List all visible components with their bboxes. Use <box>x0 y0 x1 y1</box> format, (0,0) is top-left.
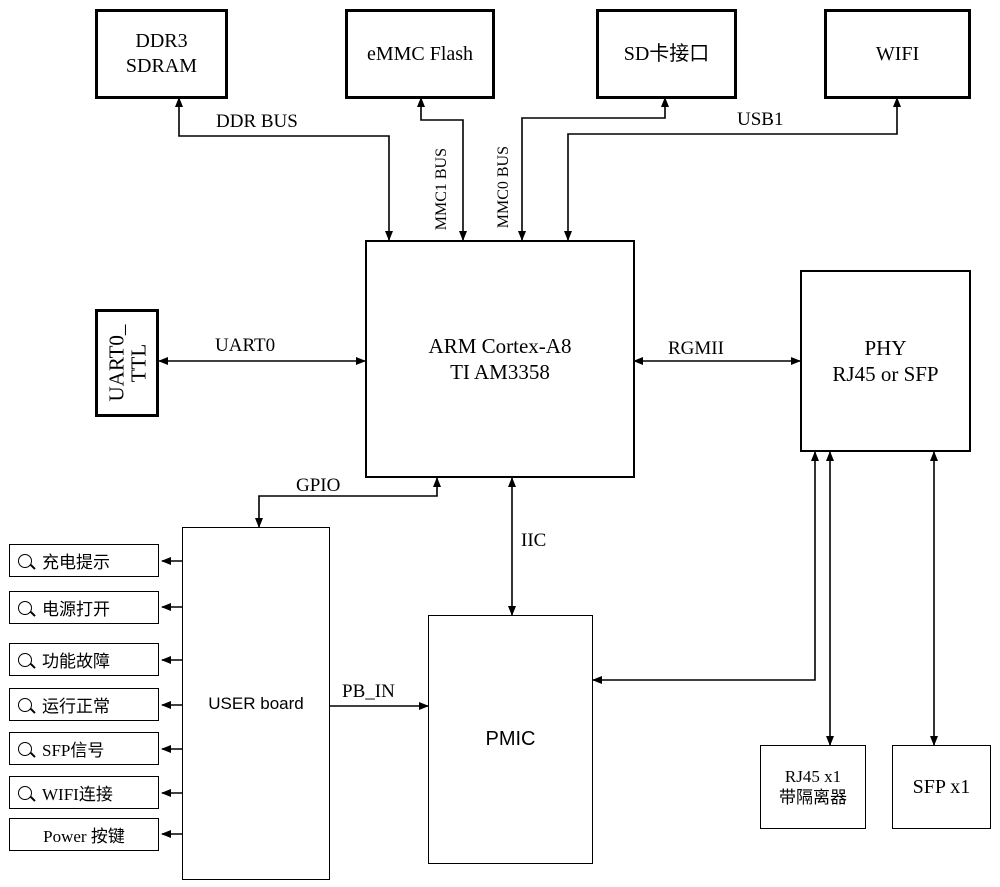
phy-block: PHY RJ45 or SFP <box>800 270 971 452</box>
indicator-wifi-connected: WIFI连接 <box>9 776 159 809</box>
indicator-label: 功能故障 <box>42 652 110 671</box>
mmc1-bus-line <box>417 97 467 241</box>
phy-label: PHY RJ45 or SFP <box>832 335 939 386</box>
power-key: Power 按键 <box>9 818 159 851</box>
indicator-running: 运行正常 <box>9 688 159 721</box>
pb-in-label: PB_IN <box>342 681 395 702</box>
indicator-label: 运行正常 <box>42 697 110 716</box>
uart0-bus-label: UART0 <box>215 335 276 356</box>
ddr3-sdram-block: DDR3 SDRAM <box>95 9 228 99</box>
power-key-label: Power 按键 <box>43 827 125 846</box>
uart0-ttl-block: UART0_ TTL <box>95 309 159 417</box>
indicator-fault: 功能故障 <box>9 643 159 676</box>
sfp-label: SFP x1 <box>912 775 971 798</box>
indicator-sfp-signal: SFP信号 <box>9 732 159 765</box>
gpio-line <box>255 477 441 528</box>
cpu-block: ARM Cortex-A8 TI AM3358 <box>365 240 635 478</box>
indicator-label: 充电提示 <box>42 553 110 572</box>
mmc0-bus-label: MMC0 BUS <box>495 146 512 229</box>
mmc1-bus-label: MMC1 BUS <box>433 148 450 231</box>
pmic-label: PMIC <box>485 728 536 750</box>
led-icon <box>18 553 32 568</box>
usb1-line <box>564 97 901 241</box>
led-icon <box>18 697 32 712</box>
indicator-label: 电源打开 <box>42 600 110 619</box>
user-board-label: USER board <box>208 693 304 713</box>
iic-label: IIC <box>521 530 547 551</box>
led-icon <box>18 785 32 800</box>
pmic-block: PMIC <box>428 615 593 864</box>
ddr-bus-line <box>175 97 393 241</box>
rj45-block: RJ45 x1 带隔离器 <box>760 745 866 829</box>
rgmii-label: RGMII <box>668 338 724 359</box>
led-icon <box>18 652 32 667</box>
wifi-block: WIFI <box>824 9 971 99</box>
emmc-flash-label: eMMC Flash <box>366 42 474 65</box>
mmc0-bus-line <box>518 97 669 241</box>
indicator-charge: 充电提示 <box>9 544 159 577</box>
led-icon <box>18 741 32 756</box>
ddr3-sdram-label: DDR3 SDRAM <box>125 30 198 77</box>
user-board-block: USER board <box>182 527 330 880</box>
indicator-label: SFP信号 <box>42 741 105 760</box>
indicator-label: WIFI连接 <box>42 785 113 804</box>
sfp-block: SFP x1 <box>892 745 991 829</box>
sd-card-block: SD卡接口 <box>596 9 737 99</box>
sd-card-label: SD卡接口 <box>623 42 710 65</box>
gpio-label: GPIO <box>296 475 341 496</box>
uart0-ttl-label: UART0_ TTL <box>103 324 150 402</box>
emmc-flash-block: eMMC Flash <box>345 9 495 99</box>
wifi-label: WIFI <box>875 42 920 65</box>
usb1-label: USB1 <box>737 109 784 130</box>
indicator-power-on: 电源打开 <box>9 591 159 624</box>
cpu-label: ARM Cortex-A8 TI AM3358 <box>428 333 572 384</box>
led-icon <box>18 600 32 615</box>
phy-pmic-line <box>592 451 819 684</box>
ddr-bus-label: DDR BUS <box>216 111 298 132</box>
rj45-label: RJ45 x1 带隔离器 <box>779 766 847 807</box>
